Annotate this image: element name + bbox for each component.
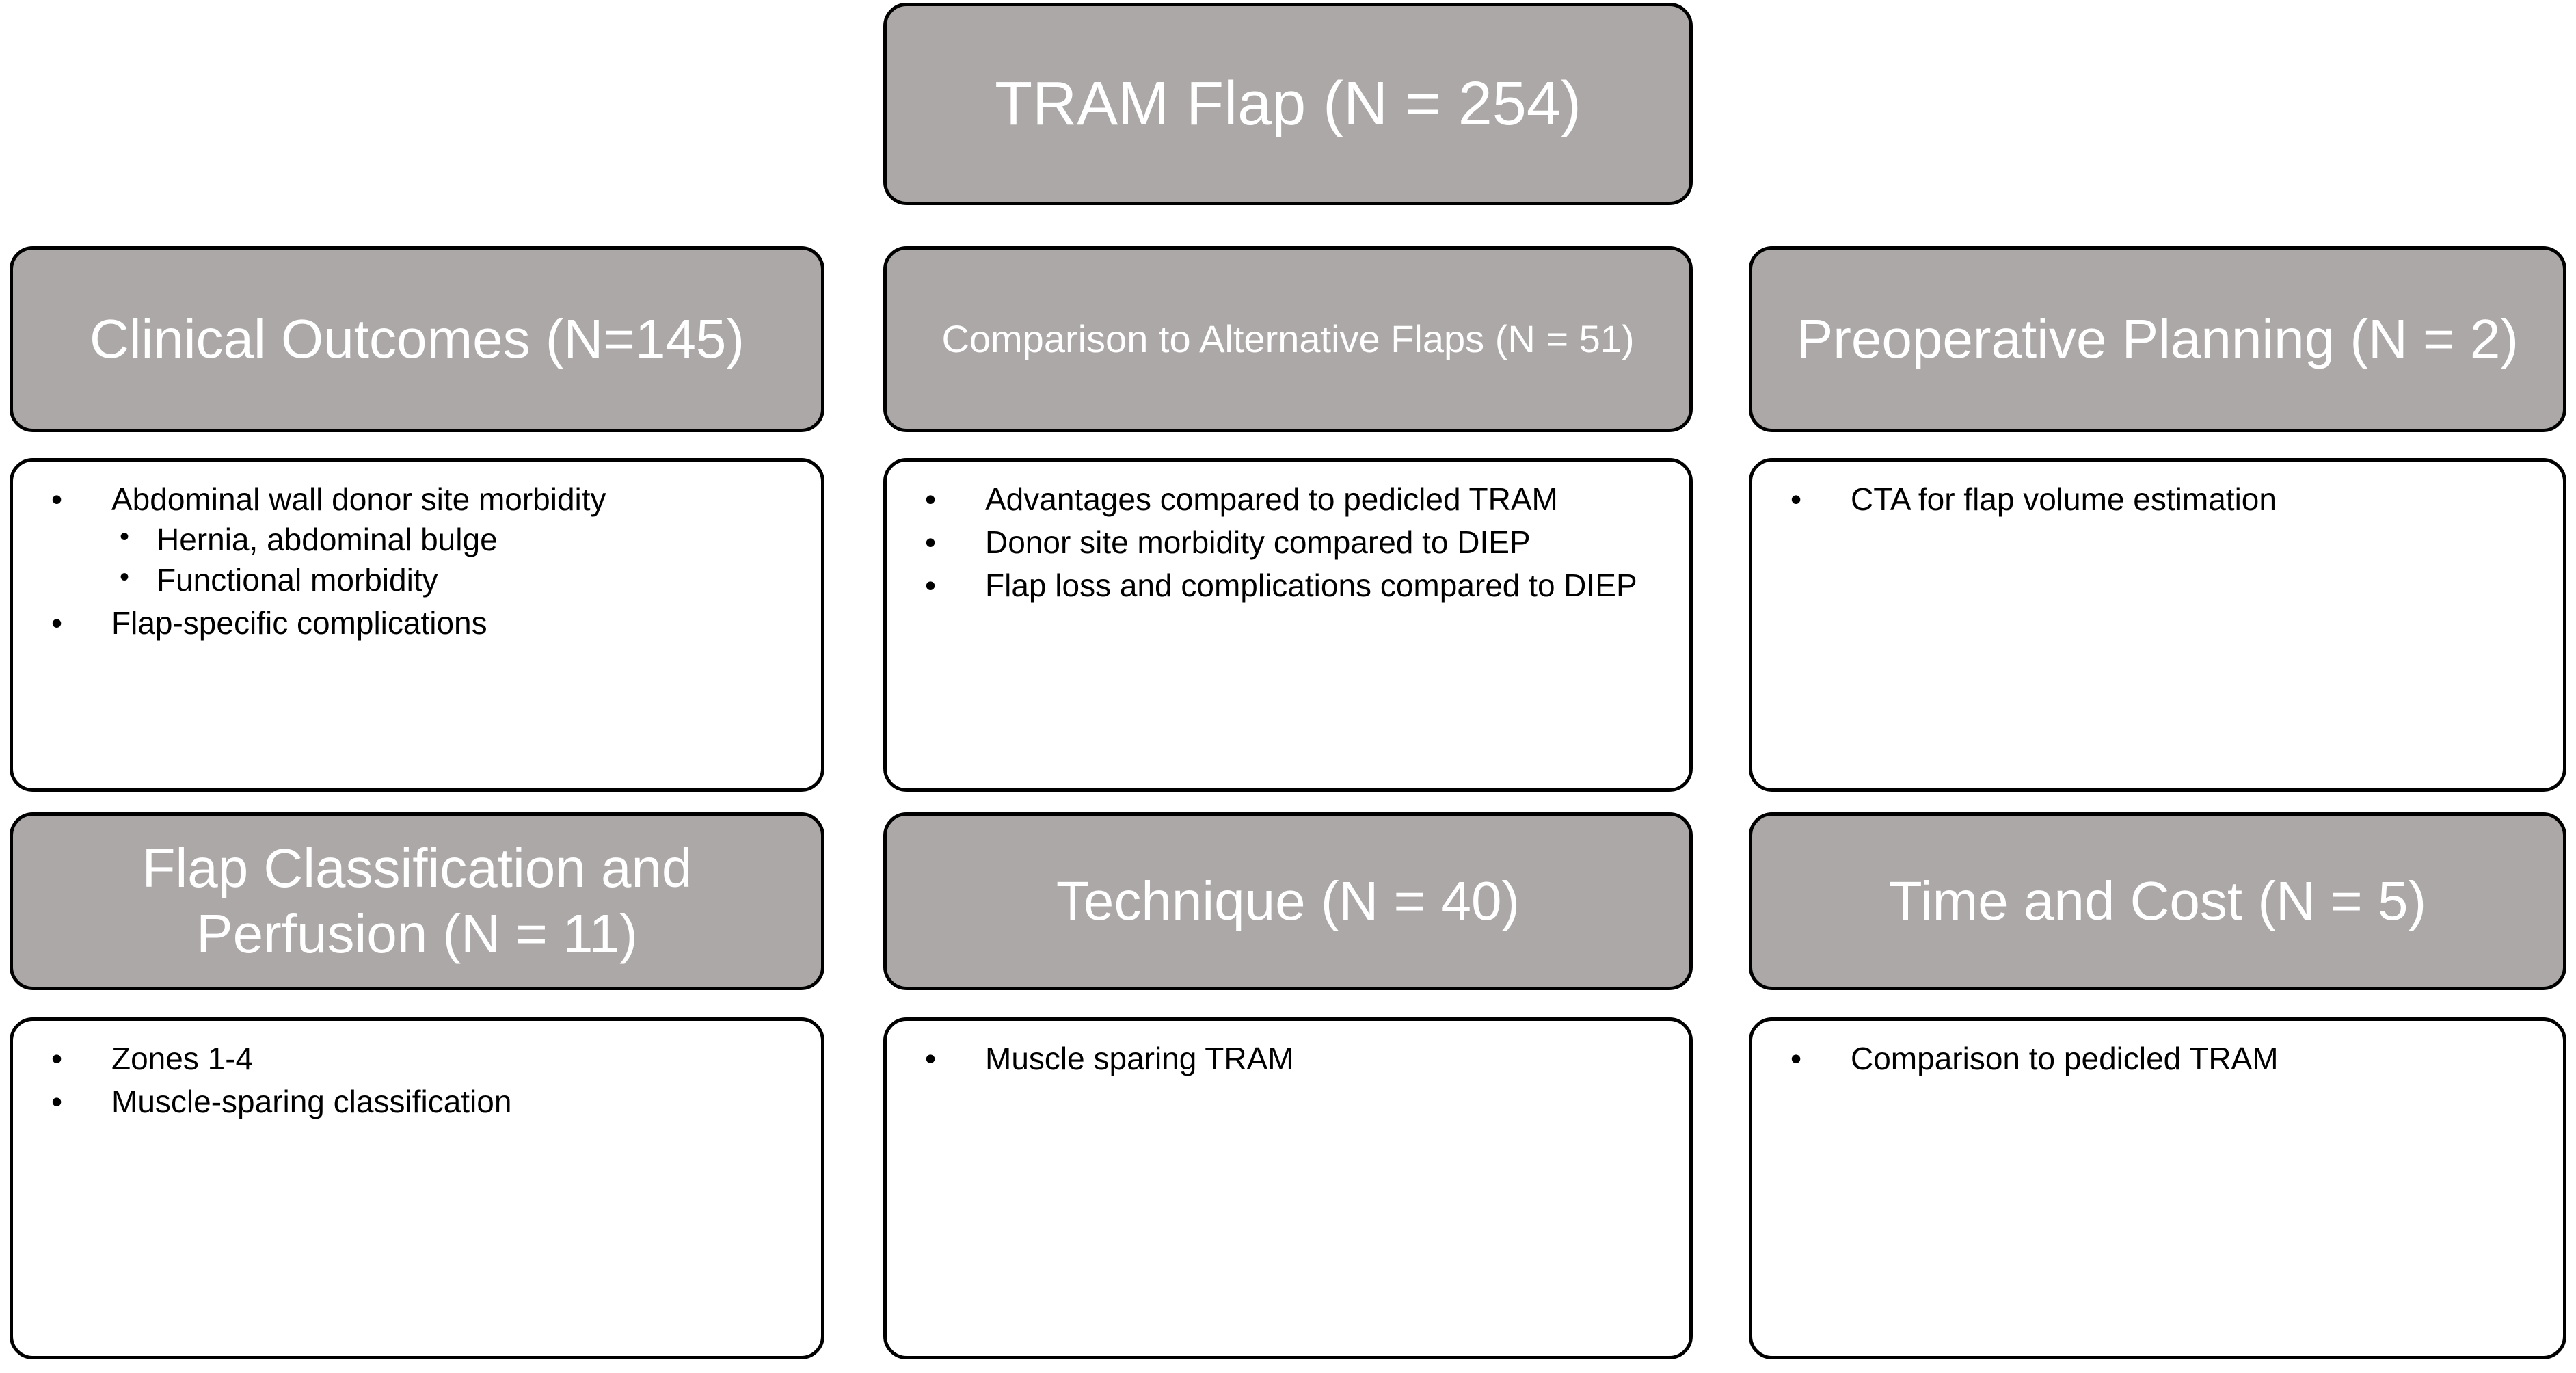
category-header-label: Comparison to Alternative Flaps (N = 51) (941, 317, 1635, 361)
list-item-label: Comparison to pedicled TRAM (1851, 1041, 2279, 1076)
list-item: Zones 1-4 (28, 1039, 806, 1079)
bullet-list: Abdominal wall donor site morbidity Hern… (28, 479, 806, 643)
list-item-label: Abdominal wall donor site morbidity (111, 481, 606, 517)
bullet-list: Comparison to pedicled TRAM (1767, 1039, 2548, 1079)
list-item: Abdominal wall donor site morbidity Hern… (28, 479, 806, 600)
category-body-clinical-outcomes: Abdominal wall donor site morbidity Hern… (10, 458, 824, 792)
category-header-preoperative-planning[interactable]: Preoperative Planning (N = 2) (1749, 246, 2566, 432)
category-header-label: Flap Classification and Perfusion (N = 1… (142, 838, 693, 964)
list-item-label: Zones 1-4 (111, 1041, 254, 1076)
list-item: Muscle-sparing classification (28, 1082, 806, 1122)
list-item: Flap loss and complications compared to … (902, 565, 1674, 606)
list-item-label: Flap-specific complications (111, 604, 487, 641)
category-header-technique[interactable]: Technique (N = 40) (883, 812, 1693, 990)
category-body-flap-classification-perfusion: Zones 1-4 Muscle-sparing classification (10, 1017, 824, 1359)
root-node-label: TRAM Flap (N = 254) (995, 70, 1581, 138)
list-item-label: Advantages compared to pedicled TRAM (985, 481, 1558, 517)
category-header-flap-classification-perfusion[interactable]: Flap Classification and Perfusion (N = 1… (10, 812, 824, 990)
sub-bullet-list: Hernia, abdominal bulge Functional morbi… (111, 520, 806, 600)
category-header-comparison-alternative-flaps[interactable]: Comparison to Alternative Flaps (N = 51) (883, 246, 1693, 432)
bullet-list: Zones 1-4 Muscle-sparing classification (28, 1039, 806, 1122)
list-item: Comparison to pedicled TRAM (1767, 1039, 2548, 1079)
list-item: CTA for flap volume estimation (1767, 479, 2548, 520)
bullet-list: Muscle sparing TRAM (902, 1039, 1674, 1079)
bullet-list: CTA for flap volume estimation (1767, 479, 2548, 520)
sub-list-item: Functional morbidity (111, 560, 806, 600)
category-header-label: Time and Cost (N = 5) (1888, 870, 2427, 931)
list-item: Flap-specific complications (28, 603, 806, 643)
category-header-clinical-outcomes[interactable]: Clinical Outcomes (N=145) (10, 246, 824, 432)
category-header-label: Technique (N = 40) (1056, 870, 1520, 931)
category-body-technique: Muscle sparing TRAM (883, 1017, 1693, 1359)
bullet-list: Advantages compared to pedicled TRAM Don… (902, 479, 1674, 606)
category-body-time-and-cost: Comparison to pedicled TRAM (1749, 1017, 2566, 1359)
list-item: Donor site morbidity compared to DIEP (902, 522, 1674, 563)
category-body-comparison-alternative-flaps: Advantages compared to pedicled TRAM Don… (883, 458, 1693, 792)
list-item-label: Donor site morbidity compared to DIEP (985, 524, 1531, 560)
list-item: Advantages compared to pedicled TRAM (902, 479, 1674, 520)
list-item-label: CTA for flap volume estimation (1851, 481, 2277, 517)
list-item: Muscle sparing TRAM (902, 1039, 1674, 1079)
sub-list-item: Hernia, abdominal bulge (111, 520, 806, 560)
category-body-preoperative-planning: CTA for flap volume estimation (1749, 458, 2566, 792)
sub-list-item-label: Hernia, abdominal bulge (157, 521, 498, 557)
list-item-label: Flap loss and complications compared to … (985, 567, 1637, 603)
list-item-label: Muscle sparing TRAM (985, 1041, 1294, 1076)
category-header-label: Clinical Outcomes (N=145) (89, 308, 745, 369)
sub-list-item-label: Functional morbidity (157, 561, 438, 598)
category-header-time-and-cost[interactable]: Time and Cost (N = 5) (1749, 812, 2566, 990)
root-node-tram-flap[interactable]: TRAM Flap (N = 254) (883, 3, 1693, 205)
category-header-label: Preoperative Planning (N = 2) (1796, 308, 2519, 369)
list-item-label: Muscle-sparing classification (111, 1083, 512, 1119)
